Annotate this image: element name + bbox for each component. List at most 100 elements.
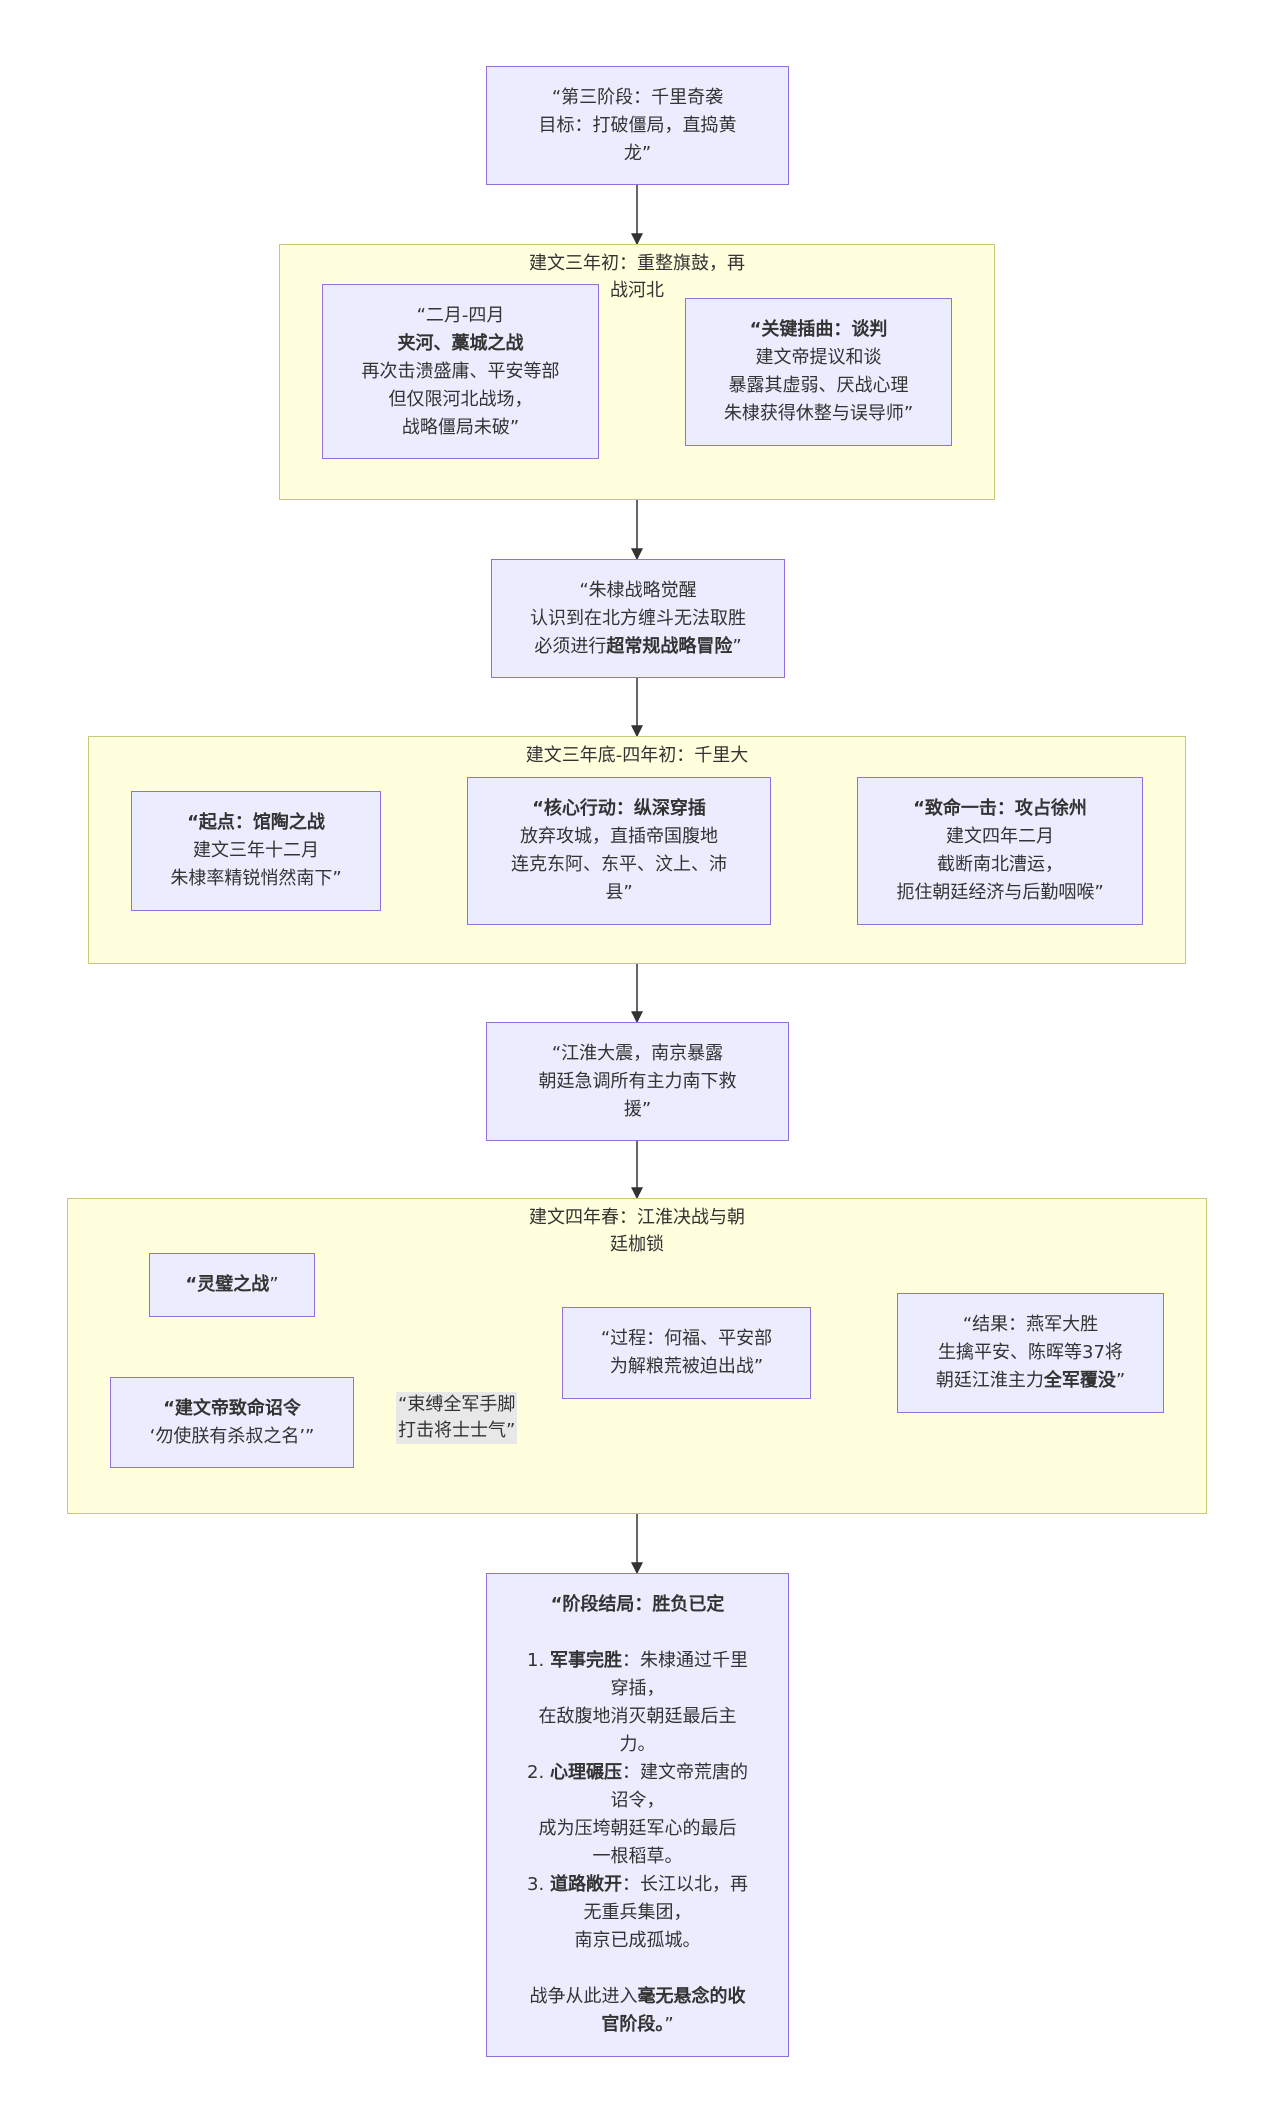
text-span: ：建文帝荒唐的 <box>621 1762 748 1783</box>
list-item: 2. 心理碾压：建文帝荒唐的 <box>527 1759 748 1787</box>
node-text-line: 无重兵集团， <box>583 1902 692 1923</box>
node-strategic-awakening[interactable]: “朱棣战略觉醒 认识到在北方缠斗无法取胜 必须进行超常规战略冒险” <box>491 559 785 678</box>
node-text-line: “二月-四月 <box>416 304 505 326</box>
node-stage3-goal[interactable]: “第三阶段：千里奇袭 目标：打破僵局，直捣黄 龙” <box>486 66 789 185</box>
node-fatal-edict[interactable]: “建文帝致命诏令 ‘勿使朕有杀叔之名’” <box>110 1377 354 1468</box>
list-item: 3. 道路敞开：长江以北，再 <box>527 1871 748 1899</box>
node-jianghuai-shock[interactable]: “江淮大震，南京暴露 朝廷急调所有主力南下救 援” <box>486 1022 789 1141</box>
node-text-line: 南京已成孤城。 <box>574 1930 701 1951</box>
node-text-line: 扼住朝廷经济与后勤咽喉” <box>896 882 1104 903</box>
node-text-line: 龙” <box>623 142 652 164</box>
node-text-line: 为解粮荒被迫出战” <box>609 1356 764 1377</box>
bold-text: “致命一击：攻占徐州 <box>913 798 1087 819</box>
bold-text: “阶段结局：胜负已定 <box>550 1594 725 1615</box>
node-text-line: “结果：燕军大胜 <box>962 1314 1099 1335</box>
cluster-title: 建文三年初：重整旗鼓，再 战河北 <box>280 250 994 304</box>
blank-line <box>527 1955 748 1983</box>
node-text-line: 暴露其虚弱、厌战心理 <box>728 375 909 396</box>
node-text-line: 必须进行超常规战略冒险” <box>530 633 746 661</box>
node-text-line: 朱棣获得休整与误导师” <box>723 403 914 424</box>
node-text-line: 建文帝提议和谈 <box>755 347 882 368</box>
bold-text: “灵璧之战 <box>185 1274 270 1295</box>
cluster-title: 建文四年春：江淮决战与朝 廷枷锁 <box>68 1204 1206 1258</box>
list-item: 1. 军事完胜：朱棣通过千里 <box>527 1647 748 1675</box>
text-span: ” <box>269 1274 279 1295</box>
edge-label-line: “束缚全军手脚 <box>398 1394 516 1415</box>
cluster-title-line: 建文四年春：江淮决战与朝 <box>529 1207 745 1228</box>
edge-label-edict-effect: “束缚全军手脚 打击将士士气” <box>396 1392 518 1444</box>
node-capture-xuzhou[interactable]: “致命一击：攻占徐州 建文四年二月 截断南北漕运， 扼住朝廷经济与后勤咽喉” <box>857 777 1143 925</box>
node-text-line: 力。 <box>619 1734 656 1755</box>
node-text-line: 目标：打破僵局，直捣黄 <box>538 114 737 136</box>
bold-text: “核心行动：纵深穿插 <box>532 798 706 819</box>
node-battle-result[interactable]: “结果：燕军大胜 生擒平安、陈晖等37将 朝廷江淮主力全军覆没” <box>897 1293 1164 1413</box>
node-lingbi-battle[interactable]: “灵璧之战” <box>149 1253 315 1317</box>
node-text-line: 再次击溃盛庸、平安等部 <box>361 360 560 382</box>
node-stage-outcome[interactable]: “阶段结局：胜负已定 1. 军事完胜：朱棣通过千里 穿插， 在敌腹地消灭朝廷最后… <box>486 1573 789 2057</box>
node-text-line: 战争从此进入毫无悬念的收 <box>527 1983 748 2011</box>
bold-text: 超常规战略冒险 <box>606 635 733 657</box>
bold-text: 官阶段。 <box>601 2014 665 2035</box>
bold-text: 毫无悬念的收 <box>637 1986 746 2007</box>
node-text-line: 放弃攻城，直插帝国腹地 <box>520 826 718 847</box>
node-text-line: “阶段结局：胜负已定 <box>527 1591 748 1619</box>
node-text-line: “江淮大震，南京暴露 <box>551 1042 724 1064</box>
list-number: 3. <box>527 1874 545 1895</box>
node-text-line: ‘勿使朕有杀叔之名’” <box>149 1425 315 1447</box>
node-battle-process[interactable]: “过程：何福、平安部 为解粮荒被迫出战” <box>562 1307 811 1399</box>
text-span: ” <box>664 2014 674 2035</box>
node-text-line: 朝廷江淮主力全军覆没” <box>936 1367 1125 1395</box>
node-text-line: “过程：何福、平安部 <box>600 1328 773 1349</box>
bold-text: 全军覆没 <box>1043 1370 1116 1391</box>
list-number: 1. <box>527 1650 545 1671</box>
blank-line <box>527 1619 748 1647</box>
text-span: ：朱棣通过千里 <box>621 1650 748 1671</box>
node-text-line: 连克东阿、东平、汶上、沛 <box>511 854 727 875</box>
bold-text: 夹河、藁城之战 <box>397 332 524 354</box>
node-text-line: 截断南北漕运， <box>936 854 1063 875</box>
bold-text: 心理碾压 <box>549 1762 622 1783</box>
node-guantao-battle[interactable]: “起点：馆陶之战 建文三年十二月 朱棣率精锐悄然南下” <box>131 791 381 911</box>
node-text-line: “建文帝致命诏令 <box>150 1395 315 1423</box>
node-text-line: 穿插， <box>610 1678 665 1699</box>
node-text-line: “起点：馆陶之战 <box>170 809 341 837</box>
text-span: ” <box>732 635 742 657</box>
node-text-line: “灵璧之战” <box>185 1271 278 1299</box>
node-text-line: 一根稻草。 <box>592 1846 683 1867</box>
bold-text: “起点：馆陶之战 <box>187 812 325 833</box>
node-text-line: “第三阶段：千里奇袭 <box>551 86 724 108</box>
node-negotiation-interlude[interactable]: “关键插曲：谈判 建文帝提议和谈 暴露其虚弱、厌战心理 朱棣获得休整与误导师” <box>685 298 952 446</box>
node-text-line: 建文三年十二月 <box>192 840 319 861</box>
cluster-title-line: 建文三年底-四年初：千里大 <box>525 745 749 766</box>
bold-text: “建文帝致命诏令 <box>163 1397 301 1419</box>
node-text-line: 援” <box>623 1098 652 1120</box>
node-text-line: 成为压垮朝廷军心的最后 <box>538 1818 737 1839</box>
node-text-line: 朱棣率精锐悄然南下” <box>170 868 342 889</box>
text-span: ” <box>1115 1370 1126 1391</box>
list-number: 2. <box>527 1762 545 1783</box>
node-jiahe-gaocheng-battle[interactable]: “二月-四月 夹河、藁城之战 再次击溃盛庸、平安等部 但仅限河北战场， 战略僵局… <box>322 284 599 459</box>
text-span: 朝廷江淮主力 <box>935 1370 1044 1391</box>
text-span: 战争从此进入 <box>529 1986 638 2007</box>
cluster-title-line: 战河北 <box>610 280 664 301</box>
node-text-line: 在敌腹地消灭朝廷最后主 <box>538 1706 737 1727</box>
node-text-line: 但仅限河北战场， <box>388 388 533 410</box>
node-deep-penetration[interactable]: “核心行动：纵深穿插 放弃攻城，直插帝国腹地 连克东阿、东平、汶上、沛 县” <box>467 777 771 925</box>
cluster-title: 建文三年底-四年初：千里大 穿插 <box>89 742 1185 769</box>
node-text-line: 朝廷急调所有主力南下救 <box>538 1070 737 1092</box>
node-text-line: 夹河、藁城之战 <box>362 330 560 358</box>
node-text-line: “朱棣战略觉醒 <box>579 579 697 601</box>
node-text-line: 战略僵局未破” <box>401 416 520 438</box>
cluster-title-line: 建文三年初：重整旗鼓，再 <box>529 253 745 274</box>
bold-text: 军事完胜 <box>549 1650 622 1671</box>
bold-text: “关键插曲：谈判 <box>749 319 888 340</box>
node-text-line: 县” <box>605 882 633 903</box>
text-span: 必须进行 <box>534 635 607 657</box>
cluster-title-line: 廷枷锁 <box>610 1234 664 1255</box>
node-text-line: 生擒平安、陈晖等37将 <box>938 1342 1123 1363</box>
node-text-line: 建文四年二月 <box>945 826 1054 847</box>
bold-text: 道路敞开 <box>549 1874 622 1895</box>
node-text-line: “致命一击：攻占徐州 <box>896 795 1103 823</box>
edge-label-line: 打击将士士气” <box>398 1420 516 1441</box>
